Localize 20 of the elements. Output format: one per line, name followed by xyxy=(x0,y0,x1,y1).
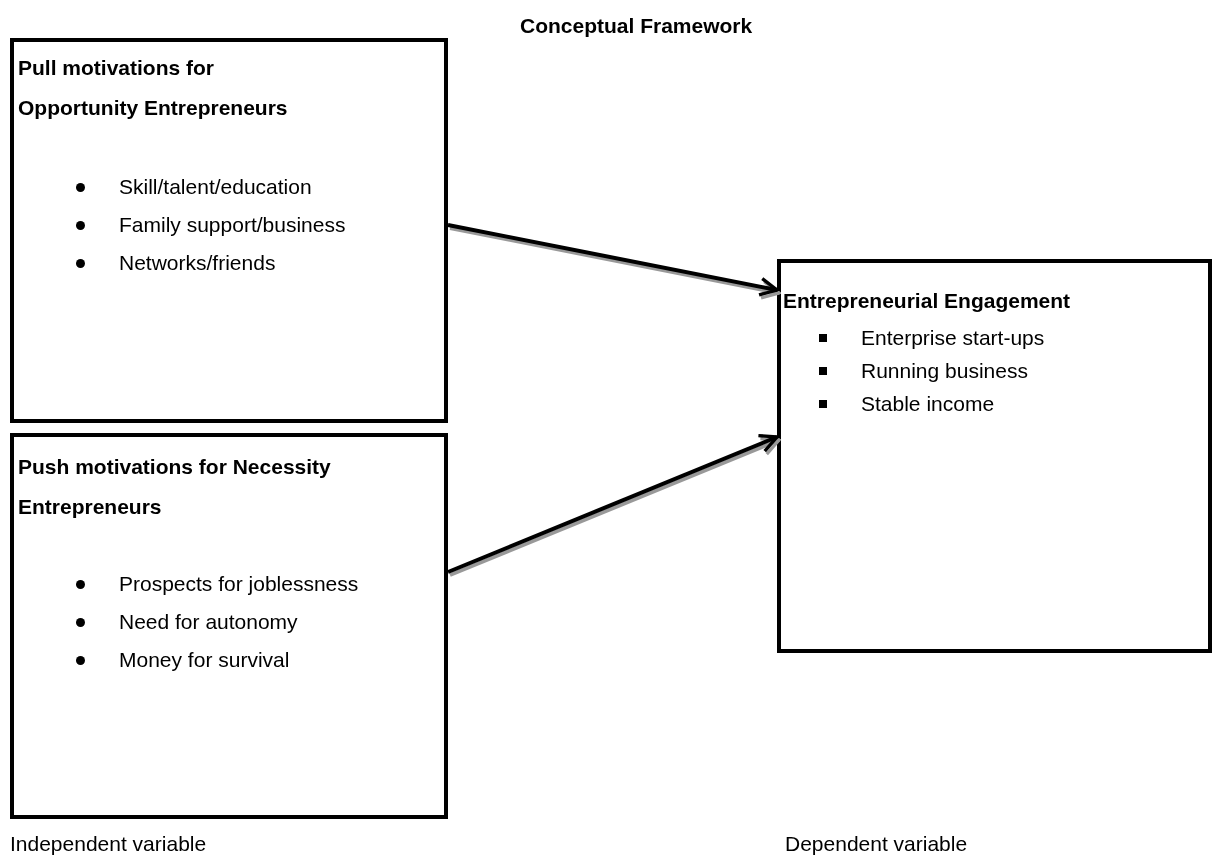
diagram-title: Conceptual Framework xyxy=(520,14,753,38)
bullet-text: Enterprise start-ups xyxy=(861,325,1045,350)
framework-box xyxy=(10,38,448,423)
box-heading: Entrepreneurial Engagement xyxy=(783,288,1072,314)
variable-label: Dependent variable xyxy=(785,832,968,856)
bullet-text: Need for autonomy xyxy=(119,610,298,634)
bullet-text: Family support/business xyxy=(119,213,346,237)
variable-label: Independent variable xyxy=(10,832,207,856)
bullet-text: Money for survival xyxy=(119,648,290,672)
bullet-text: Skill/talent/education xyxy=(119,175,312,199)
framework-box xyxy=(777,259,1212,653)
bullet-text: Stable income xyxy=(861,391,995,416)
bullet-text: Networks/friends xyxy=(119,251,276,275)
framework-box xyxy=(10,433,448,819)
box-heading: Pull motivations for Opportunity Entrepreneurs xyxy=(18,55,289,121)
bullet-text: Running business xyxy=(861,358,1028,383)
arrow xyxy=(447,223,779,297)
arrow xyxy=(447,433,779,574)
bullet-text: Prospects for joblessness xyxy=(119,572,359,596)
box-heading: Push motivations for Necessity Entrepreneurs xyxy=(18,454,332,520)
